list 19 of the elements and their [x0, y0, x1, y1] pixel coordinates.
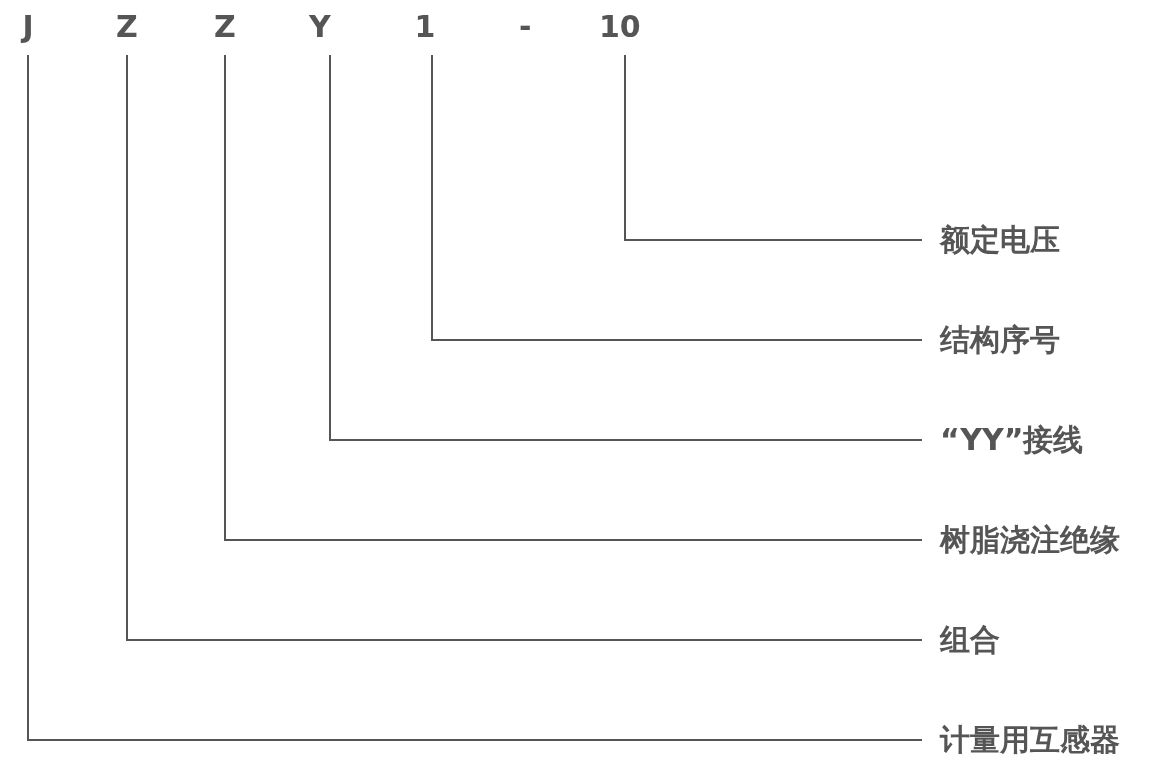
- description-text: 树脂浇注绝缘: [940, 520, 1120, 560]
- description-text: 组合: [940, 620, 1000, 660]
- code-letter: Z: [116, 7, 138, 47]
- code-letter: 10: [599, 7, 641, 47]
- code-letter: Y: [309, 7, 331, 47]
- leader-line: [431, 54, 923, 341]
- code-letter: J: [22, 7, 34, 47]
- leader-line: [224, 54, 923, 541]
- leader-line: [329, 54, 923, 441]
- description-text: 额定电压: [940, 220, 1060, 260]
- code-letter: Z: [214, 7, 236, 47]
- description-text: “YY”接线: [940, 420, 1084, 460]
- dash-separator: -: [519, 8, 532, 46]
- description-text: 计量用互感器: [940, 720, 1120, 760]
- code-letter: 1: [414, 7, 436, 47]
- leader-line: [624, 54, 923, 241]
- leader-line: [126, 54, 923, 641]
- leader-line: [27, 54, 923, 741]
- description-text: 结构序号: [940, 320, 1060, 360]
